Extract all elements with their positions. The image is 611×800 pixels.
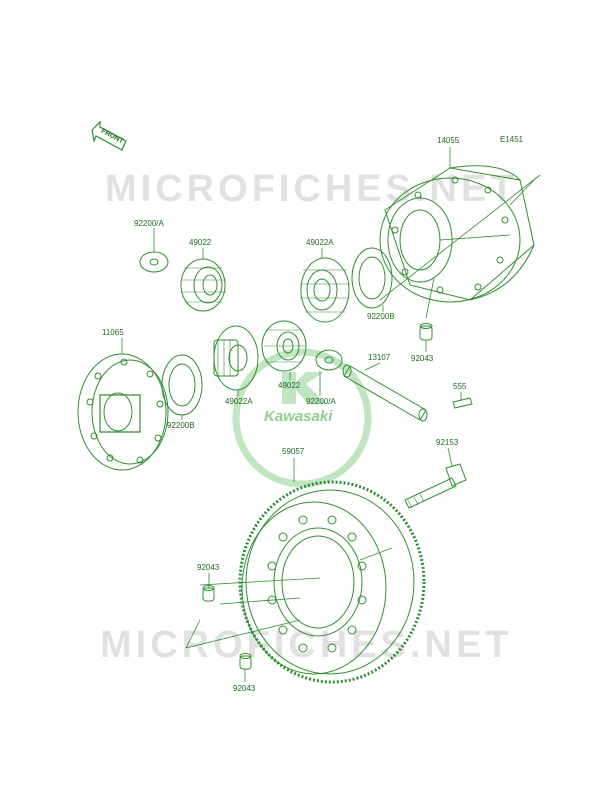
dowel-pin-left xyxy=(202,585,215,602)
part-label-49022-top-left[interactable]: 49022 xyxy=(189,238,212,247)
part-label-49022a-mid[interactable]: 49022A xyxy=(225,397,253,406)
part-label-92200b-right[interactable]: 92200B xyxy=(367,312,395,321)
diagram-code: E1451 xyxy=(500,135,524,144)
dowel-pin-right xyxy=(419,277,435,341)
part-label-59057[interactable]: 59057 xyxy=(282,447,305,456)
part-label-92200a-mid[interactable]: 92200/A xyxy=(306,397,336,406)
part-label-92043-bottom[interactable]: 92043 xyxy=(233,684,256,693)
part-label-92200b-left[interactable]: 92200B xyxy=(167,421,195,430)
watermark-bottom: MICROFICHES.NET xyxy=(100,624,513,666)
part-label-92153[interactable]: 92153 xyxy=(436,438,459,447)
shim-left xyxy=(161,354,203,416)
leader-lines xyxy=(121,147,541,682)
side-gear-top xyxy=(300,257,350,323)
part-label-49022-mid[interactable]: 49022 xyxy=(278,381,301,390)
bolt xyxy=(404,463,467,509)
part-label-92200a-top[interactable]: 92200/A xyxy=(134,219,164,228)
part-label-13107[interactable]: 13107 xyxy=(368,353,391,362)
front-arrow-icon xyxy=(91,120,127,151)
bevel-pinion-gear-top-left xyxy=(180,258,226,312)
kawasaki-logo-text: Kawasaki xyxy=(264,408,333,425)
spring-pin xyxy=(452,397,473,409)
dowel-pin-bottom xyxy=(239,653,252,670)
part-label-49022a-top[interactable]: 49022A xyxy=(306,238,334,247)
part-label-555[interactable]: 555 xyxy=(453,382,467,391)
part-label-11065[interactable]: 11065 xyxy=(102,328,124,337)
kawasaki-logo-icon xyxy=(232,348,372,488)
part-label-14055[interactable]: 14055 xyxy=(437,136,460,145)
thrust-washer-mid xyxy=(315,349,343,371)
differential-cover xyxy=(77,353,169,471)
part-label-92043-right[interactable]: 92043 xyxy=(411,354,434,363)
thrust-washer-top xyxy=(139,251,169,273)
watermark-top: MICROFICHES.NET xyxy=(105,168,518,210)
bevel-pinion-gear-mid xyxy=(261,320,307,372)
shim-right xyxy=(351,247,393,309)
differential-case xyxy=(379,165,535,303)
part-label-92043-left[interactable]: 92043 xyxy=(197,563,220,572)
pinion-shaft xyxy=(342,364,428,422)
ring-gear xyxy=(238,480,426,684)
side-gear-mid xyxy=(213,325,259,391)
